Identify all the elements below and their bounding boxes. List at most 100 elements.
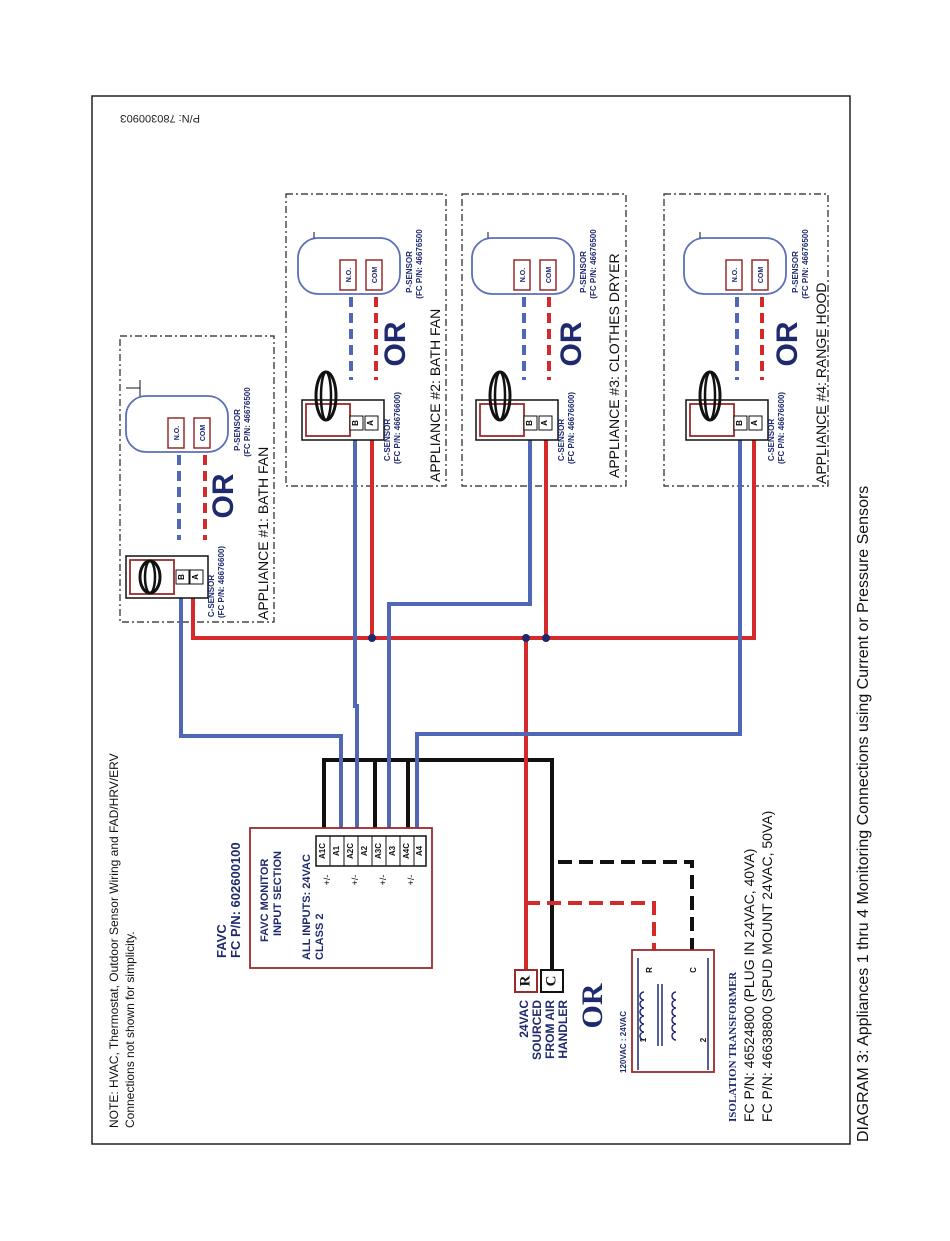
c-sensor-1: B A bbox=[125, 555, 209, 599]
svg-text:1: 1 bbox=[639, 1037, 648, 1042]
svg-text:COM: COM bbox=[546, 267, 553, 284]
svg-text:COM: COM bbox=[200, 425, 207, 442]
blue-wires bbox=[179, 424, 742, 840]
svg-text:A2: A2 bbox=[360, 845, 369, 856]
note-line-1: NOTE: HVAC, Thermostat, Outdoor Sensor W… bbox=[107, 753, 121, 1128]
appliance-4-box bbox=[663, 193, 829, 487]
svg-text:R: R bbox=[645, 967, 654, 973]
svg-text:C-SENSOR: C-SENSOR bbox=[383, 419, 392, 461]
svg-text:(FC P/N: 46676500: (FC P/N: 46676500 bbox=[589, 229, 598, 299]
svg-text:N.O.: N.O. bbox=[346, 268, 353, 282]
svg-text:A1C: A1C bbox=[318, 843, 327, 859]
svg-text:CLASS 2: CLASS 2 bbox=[314, 914, 326, 960]
appliance-2-box bbox=[285, 193, 447, 487]
appliance-3-box bbox=[461, 193, 627, 487]
svg-text:A4: A4 bbox=[415, 845, 424, 856]
transformer-option-1: FC P/N: 46524800 (PLUG IN 24VAC, 40VA) bbox=[741, 849, 757, 1122]
c-sensor-2: B A bbox=[301, 370, 385, 441]
transformer-option-2: FC P/N: 46638800 (SPUD MOUNT 24VAC, 50VA… bbox=[759, 811, 775, 1122]
svg-text:INPUT SECTION: INPUT SECTION bbox=[272, 851, 284, 936]
or-labels: OR OR OR OR bbox=[207, 321, 804, 518]
svg-text:HANDLER: HANDLER bbox=[556, 1000, 570, 1059]
svg-text:C-SENSOR: C-SENSOR bbox=[207, 575, 216, 617]
svg-text:A: A bbox=[540, 420, 549, 426]
svg-text:FAVC MONITOR: FAVC MONITOR bbox=[259, 859, 271, 942]
svg-text:P-SENSOR: P-SENSOR bbox=[233, 409, 242, 451]
svg-text:COM: COM bbox=[372, 267, 379, 284]
p-sensor-3: N.O. COM bbox=[471, 232, 575, 295]
svg-text:B: B bbox=[177, 574, 186, 580]
appliance-1-label: APPLIANCE #1: BATH FAN bbox=[255, 447, 271, 620]
svg-text:(FC P/N: 46676500: (FC P/N: 46676500 bbox=[801, 229, 810, 299]
diagram-title: DIAGRAM 3: Appliances 1 thru 4 Monitorin… bbox=[855, 486, 872, 1142]
page-frame bbox=[91, 95, 851, 1145]
svg-text:OR: OR bbox=[771, 321, 804, 366]
svg-text:P-SENSOR: P-SENSOR bbox=[405, 251, 414, 293]
junction-dots bbox=[368, 634, 550, 642]
appliance-3-label: APPLIANCE #3: CLOTHES DRYER bbox=[606, 253, 622, 478]
svg-text:B: B bbox=[351, 420, 360, 426]
svg-text:N.O.: N.O. bbox=[732, 268, 739, 282]
c-sensor-3: B A bbox=[475, 370, 559, 441]
svg-text:A3: A3 bbox=[388, 845, 397, 856]
note-line-2: Connections not shown for simplicity. bbox=[123, 931, 137, 1128]
favc-terminal-strip: A1C A1 A2C A2 A3C A3 A4C A4 +/- +/- +/- … bbox=[315, 835, 427, 886]
svg-text:(FC P/N: 46676600): (FC P/N: 46676600) bbox=[393, 392, 402, 464]
svg-text:A4C: A4C bbox=[402, 843, 411, 859]
transformer-coils bbox=[637, 958, 709, 1070]
svg-text:R: R bbox=[517, 975, 533, 986]
svg-text:(FC P/N: 46676500: (FC P/N: 46676500 bbox=[415, 229, 424, 299]
transformer-rating: 120VAC : 24VAC bbox=[619, 1011, 628, 1073]
p-sensor-2: N.O. COM bbox=[297, 232, 401, 295]
source-terminals: R C bbox=[514, 969, 564, 993]
p-sensor-1: N.O. COM bbox=[125, 380, 229, 453]
svg-text:C: C bbox=[543, 976, 559, 987]
svg-text:B: B bbox=[735, 420, 744, 426]
svg-text:FC P/N: 602600100: FC P/N: 602600100 bbox=[228, 842, 243, 958]
svg-text:COM: COM bbox=[758, 267, 765, 284]
svg-text:(FC P/N: 46676500: (FC P/N: 46676500 bbox=[243, 387, 252, 457]
appliance-2-label: APPLIANCE #2: BATH FAN bbox=[427, 309, 443, 482]
svg-text:A1: A1 bbox=[332, 845, 341, 856]
c-sensor-labels: C-SENSOR (FC P/N: 46676600) C-SENSOR (FC… bbox=[207, 392, 786, 618]
svg-text:+/-: +/- bbox=[322, 875, 332, 886]
svg-text:C-SENSOR: C-SENSOR bbox=[767, 419, 776, 461]
p-sensor-4: N.O. COM bbox=[683, 232, 787, 295]
svg-text:+/-: +/- bbox=[378, 875, 388, 886]
svg-text:B: B bbox=[525, 420, 534, 426]
appliance-labels: APPLIANCE #1: BATH FAN APPLIANCE #2: BAT… bbox=[255, 253, 829, 620]
black-dashed-wire bbox=[558, 860, 694, 950]
svg-text:FAVC: FAVC bbox=[214, 924, 229, 958]
p-sensor-leads bbox=[177, 297, 764, 540]
svg-text:A3C: A3C bbox=[374, 843, 383, 859]
svg-text:OR: OR bbox=[555, 321, 588, 366]
c-sensor-4: B A bbox=[685, 370, 769, 441]
ac-input-symbols: +/- +/- +/- +/- bbox=[322, 875, 416, 886]
svg-text:(FC P/N: 46676600): (FC P/N: 46676600) bbox=[217, 546, 226, 618]
p-sensor-labels: P-SENSOR (FC P/N: 46676500 P-SENSOR (FC … bbox=[233, 229, 810, 457]
svg-text:+/-: +/- bbox=[406, 875, 416, 886]
red-wires bbox=[191, 424, 756, 970]
svg-text:P-SENSOR: P-SENSOR bbox=[791, 251, 800, 293]
svg-text:+/-: +/- bbox=[350, 875, 360, 886]
svg-text:OR: OR bbox=[379, 321, 412, 366]
svg-text:24VAC: 24VAC bbox=[517, 1000, 531, 1038]
svg-text:(FC P/N: 46676600): (FC P/N: 46676600) bbox=[567, 392, 576, 464]
favc-text: FAVC FC P/N: 602600100 FAVC MONITOR INPU… bbox=[214, 842, 326, 960]
part-number: P/N: 78030090З bbox=[120, 112, 200, 124]
transformer-box bbox=[631, 949, 715, 1073]
svg-text:2: 2 bbox=[699, 1037, 708, 1042]
svg-text:C: C bbox=[689, 967, 698, 973]
svg-text:A: A bbox=[191, 574, 200, 580]
transformer-title: ISOLATION TRANSFORMER bbox=[727, 971, 739, 1122]
svg-text:N.O.: N.O. bbox=[174, 426, 181, 440]
svg-text:C-SENSOR: C-SENSOR bbox=[557, 419, 566, 461]
svg-text:(FC P/N: 46676600): (FC P/N: 46676600) bbox=[777, 392, 786, 464]
svg-text:A2C: A2C bbox=[346, 843, 355, 859]
appliance-1-box bbox=[119, 335, 275, 623]
appliance-4-label: APPLIANCE #4: RANGE HOOD bbox=[813, 282, 829, 484]
svg-text:A: A bbox=[366, 420, 375, 426]
svg-text:SOURCED: SOURCED bbox=[530, 1000, 544, 1060]
transformer-pins: 1 2 R C bbox=[639, 967, 708, 1042]
